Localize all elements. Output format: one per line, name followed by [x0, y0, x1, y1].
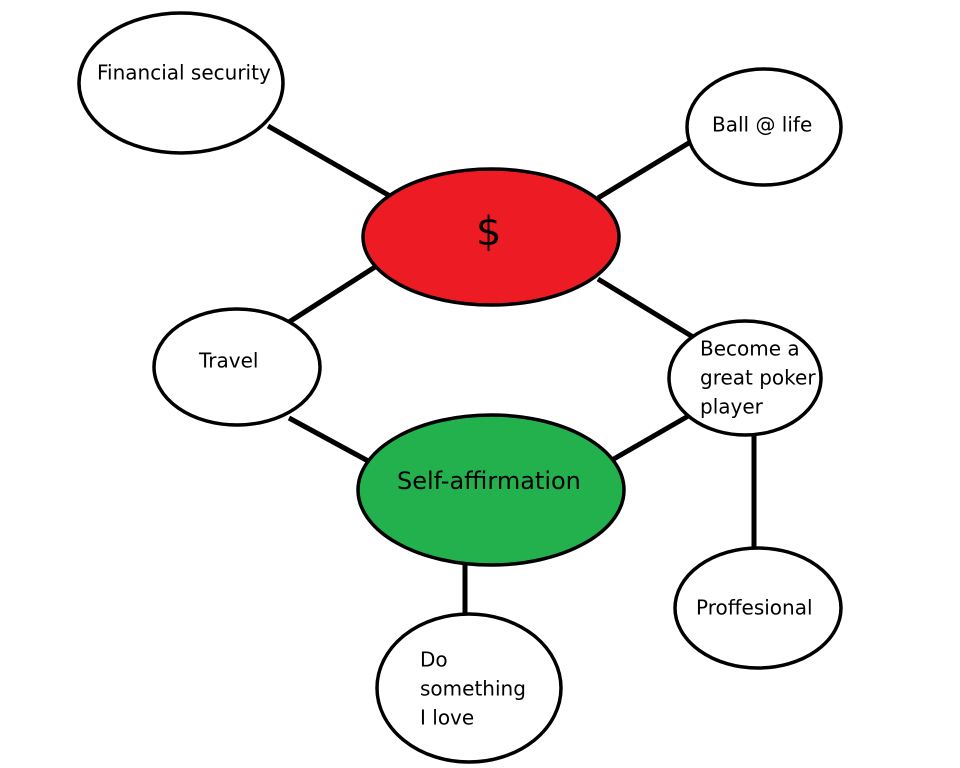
edge-travel-self-affirmation: [287, 415, 372, 465]
node-shape: [77, 11, 285, 155]
node-professional: Proffesional: [673, 546, 843, 670]
node-travel: Travel: [152, 307, 322, 427]
node-label: Become a: [700, 337, 800, 361]
edge-poker-self-affirmation: [610, 412, 692, 463]
node-label: I love: [420, 706, 474, 730]
node-shape: [361, 167, 621, 307]
node-shape: [356, 413, 626, 567]
node-label: something: [420, 677, 526, 701]
edge-ball-at-life-dollar: [596, 138, 694, 201]
node-label: Financial security: [97, 61, 271, 85]
node-label: player: [700, 395, 764, 419]
node-dollar: $: [361, 167, 621, 307]
node-self-affirmation: Self-affirmation: [356, 413, 626, 567]
node-ball-at-life: Ball @ life: [685, 67, 843, 187]
node-label: Proffesional: [696, 596, 813, 620]
edge-financial-security-dollar: [266, 123, 392, 199]
node-shape: [673, 546, 843, 670]
node-label: Travel: [198, 349, 258, 373]
node-shape: [667, 319, 823, 437]
node-label: great poker: [700, 366, 816, 390]
node-shape: [152, 307, 322, 427]
node-poker: Become a great poker player: [667, 319, 823, 437]
node-label: $: [476, 209, 501, 255]
node-label: Do: [420, 648, 448, 672]
node-label: Ball @ life: [712, 113, 812, 137]
node-label: Self-affirmation: [397, 467, 581, 495]
edges: [266, 123, 757, 613]
node-shape: [685, 67, 843, 187]
edge-travel-dollar: [287, 264, 377, 325]
node-love: Do something I love: [375, 612, 563, 764]
node-financial-security: Financial security: [77, 11, 285, 155]
edge-poker-dollar: [596, 276, 695, 340]
node-shape: [375, 612, 563, 764]
